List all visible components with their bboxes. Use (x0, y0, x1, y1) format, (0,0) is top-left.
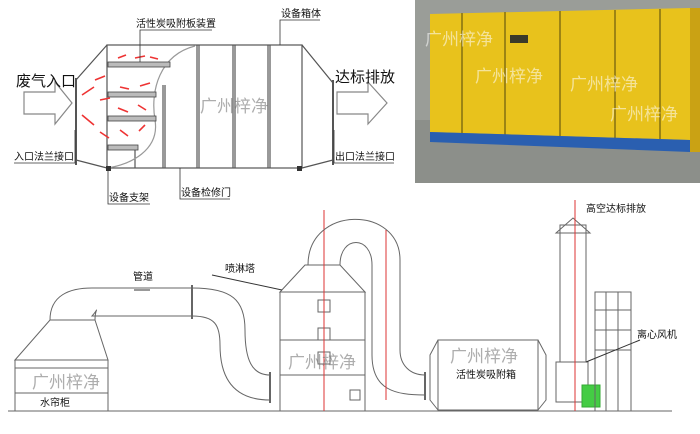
watermark: 广州梓净 (288, 353, 356, 373)
label-inlet: 废气入口 (16, 72, 76, 90)
watermark: 广州梓净 (570, 75, 638, 95)
label-high-altitude-discharge: 高空达标排放 (586, 202, 646, 215)
label-outlet-flange: 出口法兰接口 (335, 150, 395, 163)
adsorption-plate (107, 61, 171, 68)
label-centrifugal-fan: 离心风机 (637, 328, 677, 341)
watermark: 广州梓净 (200, 97, 268, 117)
adsorption-plate (107, 91, 157, 98)
inlet-cone (75, 44, 108, 169)
label-support: 设备支架 (109, 191, 149, 204)
label-spray-tower: 喷淋塔 (225, 262, 255, 275)
blue-base (430, 132, 690, 152)
process-diagram (8, 200, 672, 412)
exhaust-stack (559, 224, 587, 363)
inlet-arrow-icon (23, 80, 73, 126)
housing-body (106, 44, 303, 169)
label-access-door: 设备检修门 (181, 186, 231, 199)
watermark: 广州梓净 (610, 105, 678, 125)
label-water-curtain: 水帘柜 (40, 396, 70, 409)
outlet-arrow-icon (336, 80, 388, 126)
airflow-marks (81, 54, 159, 139)
adsorption-box (437, 339, 539, 411)
label-adsorption-plate: 活性炭吸附板装置 (136, 17, 216, 30)
adsorption-plate (107, 115, 157, 122)
adsorption-unit-schematic (14, 19, 394, 205)
label-adsorption-box: 活性炭吸附箱 (456, 368, 516, 381)
equipment-photo: 广州梓净 广州梓净 广州梓净 广州梓净 (415, 0, 700, 183)
watermark: 广州梓净 (32, 373, 100, 393)
watermark: 广州梓净 (475, 67, 543, 87)
watermark: 广州梓净 (425, 30, 493, 50)
label-outlet: 达标排放 (335, 68, 395, 86)
label-duct: 管道 (133, 270, 153, 283)
watermark: 广州梓净 (450, 347, 518, 367)
label-housing: 设备箱体 (281, 7, 321, 20)
outlet-cone (301, 44, 334, 169)
label-inlet-flange: 入口法兰接口 (14, 150, 74, 163)
adsorption-plate (107, 144, 139, 151)
